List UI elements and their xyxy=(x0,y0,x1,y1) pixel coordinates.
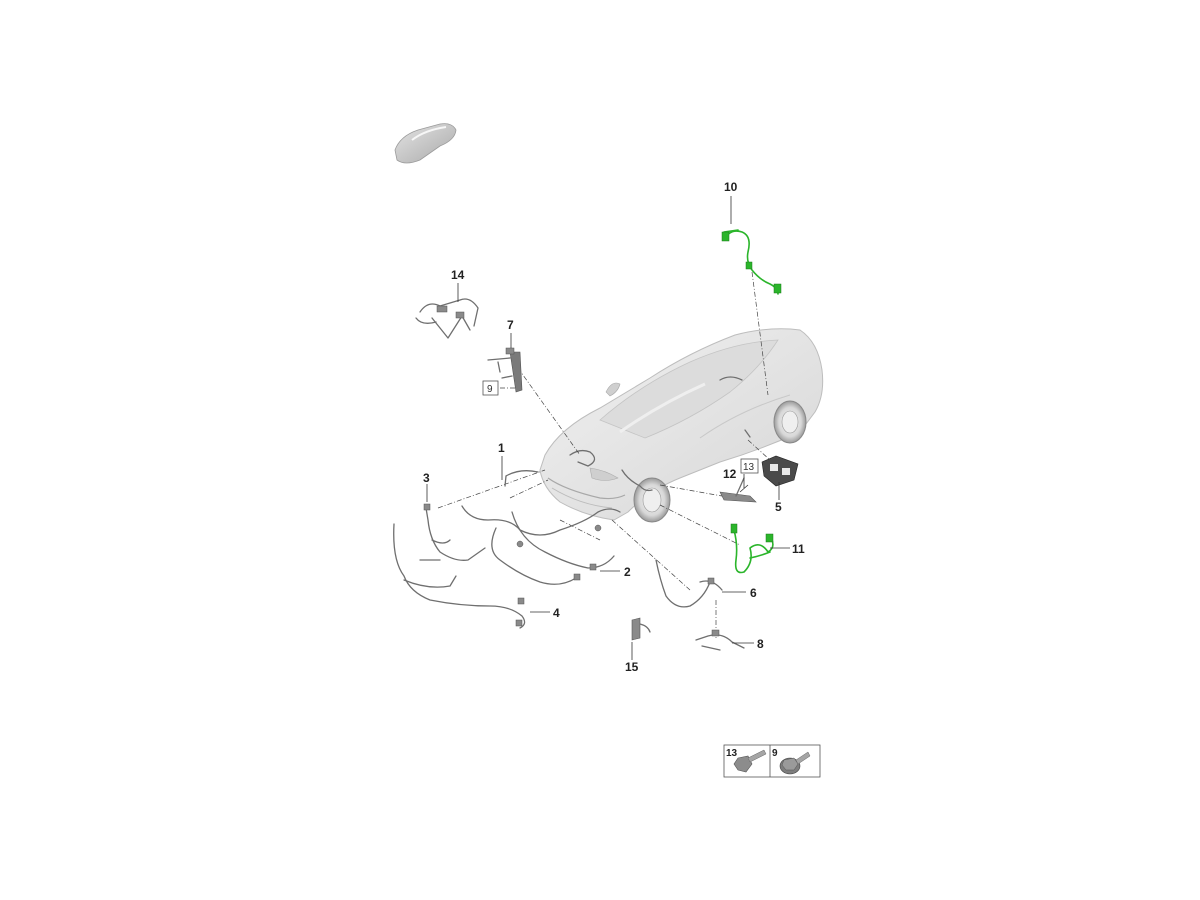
part-7-bracket[interactable] xyxy=(487,347,523,393)
boxed-ref-13-label: 13 xyxy=(743,462,755,473)
part-4-harness[interactable] xyxy=(393,523,526,629)
part-14-bracket[interactable] xyxy=(415,298,479,339)
callout-14: 14 xyxy=(451,268,465,282)
callout-7: 7 xyxy=(507,318,514,332)
callout-10: 10 xyxy=(724,180,738,194)
front-wheel xyxy=(633,477,671,523)
part-10-harness[interactable] xyxy=(721,229,782,295)
rear-wheel xyxy=(773,400,807,444)
fastener-9-label: 9 xyxy=(772,748,778,759)
callout-leaders xyxy=(426,196,790,660)
car-thumbnail-icon[interactable] xyxy=(394,123,457,164)
boxed-ref-9-label: 9 xyxy=(487,384,493,395)
part-6-harness[interactable] xyxy=(655,559,723,608)
callout-12: 12 xyxy=(723,467,737,481)
fastener-legend: 13 9 xyxy=(723,744,821,778)
part-3-harness[interactable] xyxy=(423,503,486,561)
flange-bolt-icon[interactable] xyxy=(779,751,811,775)
callout-2: 2 xyxy=(624,565,631,579)
callout-15: 15 xyxy=(625,660,639,674)
boxed-ref-13: 13 xyxy=(740,458,759,474)
car-body xyxy=(539,328,824,521)
callout-5: 5 xyxy=(775,500,782,514)
part-12-bracket[interactable] xyxy=(719,477,757,503)
part-8-bracket[interactable] xyxy=(695,629,745,651)
callout-6: 6 xyxy=(750,586,757,600)
callout-numbers: 10 14 7 1 3 12 5 11 2 4 6 8 15 xyxy=(423,180,805,674)
callout-11: 11 xyxy=(792,542,805,556)
boxed-ref-9: 9 xyxy=(482,380,499,396)
part-11-harness[interactable] xyxy=(730,523,774,574)
callout-3: 3 xyxy=(423,471,430,485)
callout-4: 4 xyxy=(553,606,560,620)
part-2-harness[interactable] xyxy=(491,511,615,585)
fastener-13-label: 13 xyxy=(726,748,738,759)
callout-1: 1 xyxy=(498,441,505,455)
callout-8: 8 xyxy=(757,637,764,651)
car-internal-wiring xyxy=(569,376,751,492)
bolt-icon[interactable] xyxy=(733,749,767,773)
part-15-sensor[interactable] xyxy=(631,617,651,641)
part-1-harness[interactable] xyxy=(461,470,621,548)
part-5-bracket[interactable] xyxy=(761,455,799,487)
